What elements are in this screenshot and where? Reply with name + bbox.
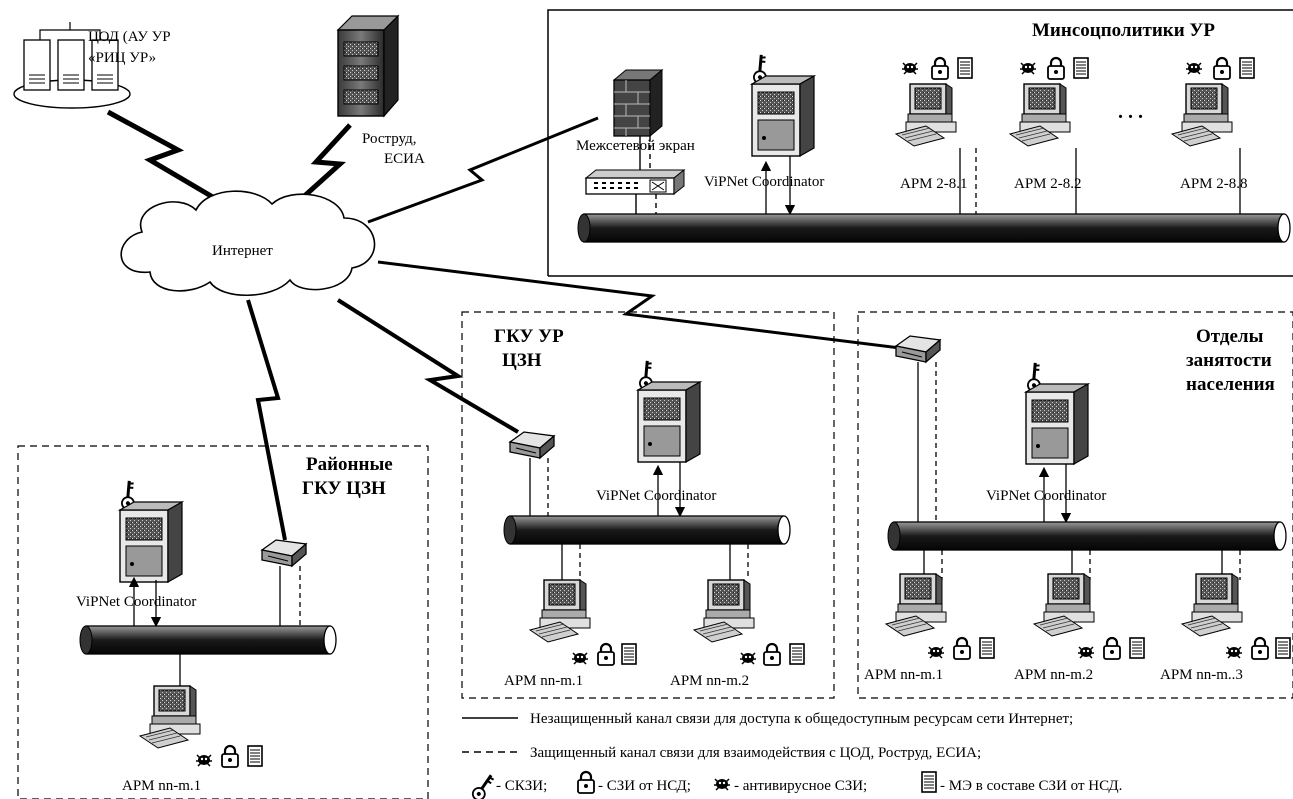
gku-czn-router-icon (509, 431, 555, 459)
gku-arm-1 (529, 544, 637, 667)
internet-label: Интернет (212, 243, 273, 259)
minsoc-network-bus (577, 213, 1291, 243)
bug-icon (713, 778, 731, 791)
gku-czn-coordinator-server-icon (637, 381, 701, 463)
firewall-label: Межсетевой экран (576, 138, 695, 154)
lock-icon (576, 770, 596, 795)
legend-solid-text: Незащищенный канал связи для доступа к о… (530, 711, 1073, 727)
raionnye-router-icon (261, 539, 307, 567)
gku-czn-coordinator-label: ViPNet Coordinator (596, 488, 716, 504)
raionnye-network-bus (79, 625, 337, 655)
otdely-title-2: занятости (1186, 350, 1272, 371)
raionnye-title-2: ГКУ ЦЗН (302, 478, 386, 499)
minsoc-ellipsis: . . . (1118, 101, 1143, 123)
link-internet-firewall (367, 116, 599, 224)
switch-icon (584, 168, 686, 196)
gku-czn-zone-border (461, 311, 835, 699)
legend-icon-text-3: - антивирусное СЗИ; (734, 778, 867, 794)
legend-dashed-text: Защищенный канал связи для взаимодействи… (530, 745, 981, 761)
cod-datacenter-icon (13, 22, 131, 109)
minsoc-zone-border (547, 9, 1293, 276)
otdely-title-3: населения (1186, 374, 1275, 395)
legend-icon-text-1: - СКЗИ; (496, 778, 547, 794)
legend-icon-text-4: - МЭ в составе СЗИ от НСД. (940, 778, 1122, 794)
gku-czn-network-bus (503, 515, 791, 545)
otdely-coordinator-label: ViPNet Coordinator (986, 488, 1106, 504)
link-internet-raionnye (246, 299, 287, 541)
minsoc-arm-3-label: АРМ 2-8.8 (1180, 176, 1248, 192)
key-icon (467, 773, 501, 799)
link-rostrud-internet (298, 123, 352, 202)
gku-arm-2-label: АРМ nn-m.2 (670, 673, 749, 689)
otdely-arm-1 (885, 550, 995, 661)
otdely-router-icon (895, 335, 941, 363)
gku-czn-title-2: ЦЗН (502, 350, 542, 371)
link-internet-gku (336, 298, 520, 434)
rostrud-label-2: ЕСИА (384, 151, 425, 167)
otdely-coordinator-server-icon (1025, 383, 1089, 465)
raionnye-zone-border (17, 445, 429, 799)
firewall-card-icon (921, 771, 937, 793)
minsoc-arm-3 (1171, 56, 1255, 214)
gku-czn-title-1: ГКУ УР (494, 326, 564, 347)
otdely-arm-3 (1181, 550, 1291, 661)
minsoc-arm-2 (1009, 56, 1089, 214)
legend: Незащищенный канал связи для доступа к о… (462, 711, 1122, 799)
otdely-arm-2-label: АРМ nn-m.2 (1014, 667, 1093, 683)
minsoc-coordinator-label: ViPNet Coordinator (704, 174, 824, 190)
internet-cloud-icon (120, 190, 376, 297)
legend-icon-text-2: - СЗИ от НСД; (598, 778, 691, 794)
otdely-arm-1-label: АРМ nn-m.1 (864, 667, 943, 683)
firewall-icon (612, 68, 664, 138)
link-internet-otdely (377, 260, 901, 350)
cod-label-2: «РИЦ УР» (88, 50, 156, 66)
gku-arm-2 (693, 544, 805, 667)
rostrud-server-icon (336, 14, 400, 118)
raionnye-arm-1-label: АРМ nn-m.1 (122, 778, 201, 794)
otdely-arm-2 (1033, 550, 1145, 661)
rostrud-label-1: Роструд, (362, 131, 416, 147)
raionnye-coordinator-server-icon (119, 501, 183, 583)
raionnye-arm-1 (139, 654, 263, 769)
minsoc-title: Минсоцполитики УР (1032, 20, 1215, 41)
otdely-arm-3-label: АРМ nn-m..3 (1160, 667, 1243, 683)
otdely-network-bus (887, 521, 1287, 551)
minsoc-arm-1 (895, 56, 977, 214)
minsoc-arm-1-label: АРМ 2-8.1 (900, 176, 968, 192)
minsoc-arm-2-label: АРМ 2-8.2 (1014, 176, 1082, 192)
raionnye-title-1: Районные (306, 454, 393, 475)
minsoc-coordinator-server-icon (751, 75, 815, 157)
raionnye-coordinator-label: ViPNet Coordinator (76, 594, 196, 610)
otdely-title-1: Отделы (1196, 326, 1264, 347)
gku-arm-1-label: АРМ nn-m.1 (504, 673, 583, 689)
otdely-zone-border (857, 311, 1293, 699)
link-cod-internet (106, 109, 230, 209)
cod-label-1: ЦОД (АУ УР (88, 29, 171, 45)
